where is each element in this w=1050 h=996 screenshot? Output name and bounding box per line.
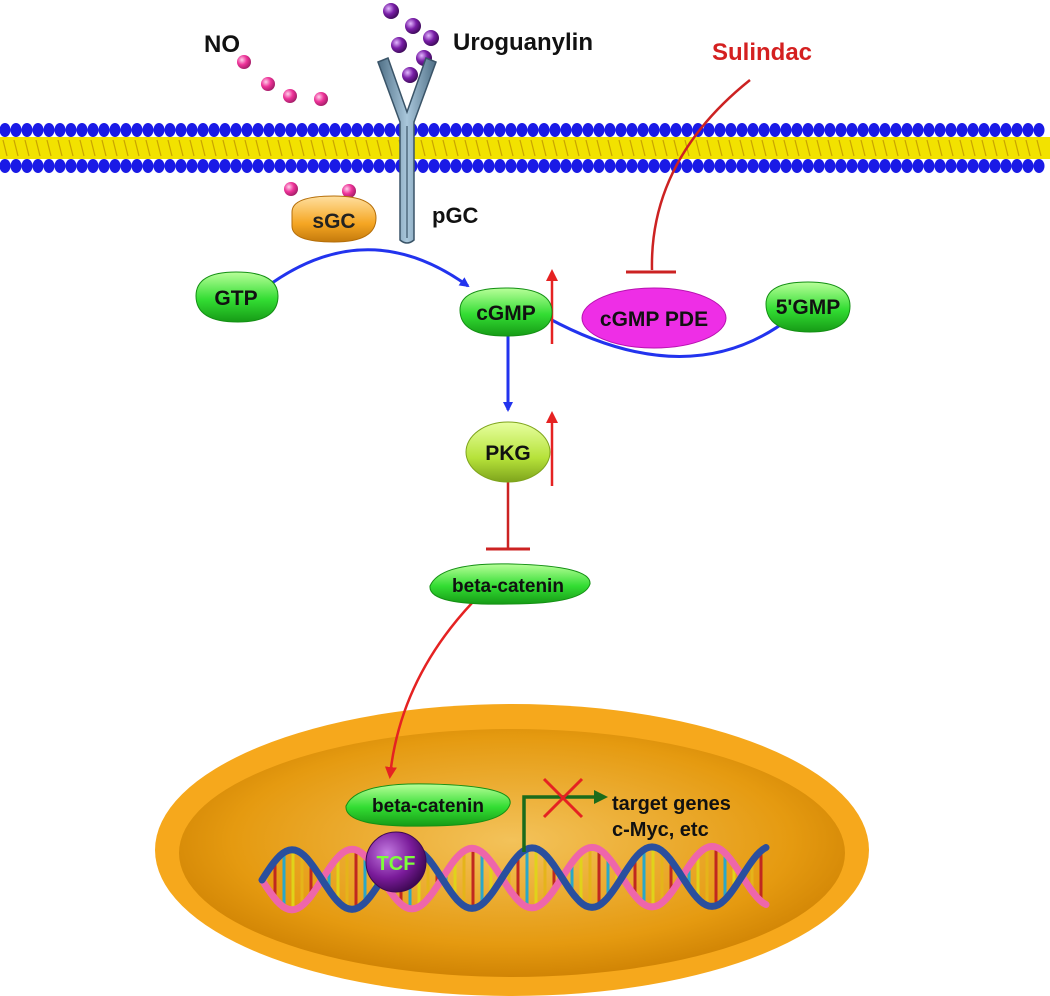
- pgc-receptor-icon: [377, 57, 437, 244]
- node-pkg: PKG: [465, 421, 551, 483]
- no-label: NO: [204, 31, 240, 58]
- node-5gmp: 5'GMP: [765, 281, 851, 333]
- blocked-x-icon: [542, 777, 584, 819]
- pkg-inhibits-beta-catenin: [486, 482, 530, 551]
- node-beta-catenin-cytoplasm: beta-catenin: [429, 563, 591, 605]
- node-sgc: sGC: [291, 195, 377, 243]
- uroguanylin-label: Uroguanylin: [453, 29, 593, 56]
- no-molecules: [237, 55, 356, 198]
- cell-membrane: [0, 123, 1050, 173]
- beta-catenin-cytoplasm-label: beta-catenin: [452, 576, 564, 597]
- node-tcf: TCF: [365, 831, 427, 893]
- cgmp-pde-label: cGMP PDE: [600, 308, 708, 331]
- node-cgmp: cGMP: [459, 287, 553, 337]
- pgc-label: pGC: [432, 203, 479, 228]
- 5gmp-label: 5'GMP: [776, 296, 841, 319]
- target-genes-examples-label: c-Myc, etc: [612, 819, 709, 841]
- uroguanylin-molecules: [383, 3, 439, 83]
- dna-helix-icon: [258, 842, 770, 914]
- sulindac-label: Sulindac: [712, 39, 812, 66]
- target-genes-label: target genes: [612, 793, 731, 815]
- tcf-label: TCF: [377, 853, 416, 875]
- sulindac-inhibition: [626, 79, 751, 274]
- transcription-arrow-icon: [522, 790, 608, 852]
- gtp-label: GTP: [214, 287, 257, 310]
- cgmp-to-5gmp-arrow: [547, 316, 792, 358]
- pkg-label: PKG: [485, 442, 531, 465]
- node-cgmp-pde: cGMP PDE: [581, 287, 727, 349]
- transcription-blocked: [522, 777, 608, 852]
- beta-catenin-translocation-arrow: [384, 602, 473, 779]
- node-gtp: GTP: [195, 271, 279, 323]
- beta-catenin-nucleus-label: beta-catenin: [372, 796, 484, 817]
- sgc-label: sGC: [312, 210, 355, 233]
- gtp-to-cgmp-arrow: [271, 248, 470, 288]
- node-beta-catenin-nucleus: beta-catenin: [345, 783, 511, 827]
- cgmp-label: cGMP: [476, 302, 536, 325]
- nucleus: [155, 704, 869, 996]
